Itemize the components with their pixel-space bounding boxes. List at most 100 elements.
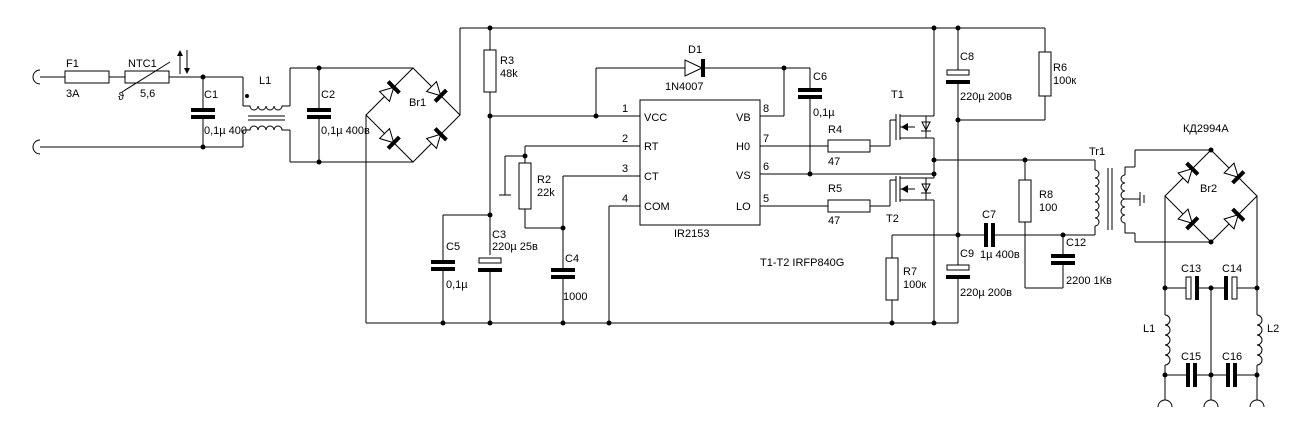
c4-value: 1000: [563, 291, 587, 303]
r8-ref: R8: [1039, 189, 1053, 201]
c3-value: 220µ 25в: [492, 241, 538, 253]
capacitor-c3: C3 220µ 25в: [478, 229, 538, 323]
r7-ref: R7: [903, 266, 917, 278]
resistor-r5: R5 47: [827, 183, 890, 227]
capacitor-c8: C8 220µ 200в: [946, 28, 1012, 235]
c6-value: 0,1µ: [813, 107, 835, 119]
c16-ref: C16: [1222, 351, 1242, 363]
r6-ref: R6: [1053, 62, 1067, 74]
c8-ref: C8: [960, 51, 974, 63]
resistor-r3: R3 48k: [483, 28, 518, 215]
c14-ref: C14: [1222, 263, 1242, 275]
resistor-r2: R2 22k: [518, 162, 563, 229]
c12-ref: C12: [1066, 237, 1086, 249]
ntc1-value: 5,6: [140, 88, 155, 100]
r4-ref: R4: [828, 124, 842, 136]
resistor-r8: R8 100: [1018, 160, 1063, 289]
mosfet-t1: T1: [889, 89, 934, 146]
mosfet-t2: T2: [886, 176, 934, 225]
ic-ir2153: IR2153 1 VCC 2 RT 3 CT 4 COM 8 VB 7 H0 6…: [563, 99, 934, 240]
resistor-r4: R4 47: [827, 124, 890, 168]
pin-6-num: 6: [763, 161, 769, 173]
r7-value: 100к: [903, 279, 926, 291]
l1-ref: L1: [259, 75, 271, 87]
capacitor-c13: C13: [1165, 263, 1211, 300]
pin-2-num: 2: [622, 133, 628, 145]
choke-l1: L1: [203, 67, 413, 163]
resistor-r7: R7 100к: [885, 234, 958, 323]
pin-5-num: 5: [763, 193, 769, 205]
pin-8-num: 8: [763, 103, 769, 115]
f1-value: 3A: [66, 88, 80, 100]
resistor-r6: R6 100к: [1038, 28, 1076, 120]
capacitor-c14: C14: [1211, 263, 1257, 300]
br1-ref: Br1: [409, 97, 426, 109]
capacitor-c2: C2 0,1µ 400в: [307, 68, 370, 162]
capacitor-c5: C5 0,1µ: [431, 215, 468, 323]
arrow-up-icon: [177, 50, 183, 56]
capacitor-c15: C15: [1165, 351, 1211, 387]
c6-ref: C6: [813, 71, 827, 83]
r2-ref: R2: [537, 174, 551, 186]
c2-value: 0,1µ 400в: [321, 125, 370, 137]
capacitor-c12: C12 2200 1Кв: [1051, 235, 1112, 288]
c5-value: 0,1µ: [446, 279, 468, 291]
br2-value: КД2994А: [1183, 123, 1229, 135]
inductor-l1-output: L1: [1143, 288, 1171, 400]
l2-ref: L2: [1267, 323, 1279, 335]
t2-ref: T2: [886, 213, 899, 225]
pin-1-num: 1: [622, 103, 628, 115]
capacitor-c1: C1 0,1µ 400: [191, 77, 247, 147]
r3-ref: R3: [500, 55, 514, 67]
capacitor-c9: C9 220µ 200в: [946, 235, 1012, 323]
pin-7-num: 7: [763, 133, 769, 145]
capacitor-c16: C16: [1211, 351, 1257, 387]
c1-ref: C1: [204, 89, 218, 101]
br2-ref: Br2: [1200, 183, 1217, 195]
ntc1-ref: NTC1: [128, 58, 157, 70]
r5-value: 47: [828, 215, 840, 227]
thermistor-ntc1: NTC1 5,6 ϑ: [118, 50, 203, 103]
l1-output-ref: L1: [1143, 323, 1155, 335]
pin-3-name: CT: [644, 171, 659, 183]
r2-value: 22k: [537, 187, 555, 199]
r4-value: 47: [828, 156, 840, 168]
c7-value: 1µ 400в: [980, 249, 1020, 261]
pin-4-num: 4: [622, 193, 628, 205]
pin-3-num: 3: [622, 163, 628, 175]
d1-ref: D1: [688, 44, 702, 56]
r6-value: 100к: [1053, 75, 1076, 87]
pin-8-name: VB: [736, 112, 751, 124]
pin-6-name: VS: [736, 170, 751, 182]
d1-value: 1N4007: [665, 81, 704, 93]
inductor-l2: L2: [1256, 288, 1279, 400]
c5-ref: C5: [446, 241, 460, 253]
t1-ref: T1: [891, 89, 904, 101]
c4-ref: C4: [565, 253, 579, 265]
c15-ref: C15: [1181, 351, 1201, 363]
pin-2-name: RT: [644, 141, 659, 153]
transistor-note: T1-T2 IRFP840G: [760, 257, 844, 269]
c12-value: 2200 1Кв: [1066, 275, 1112, 287]
ic-ref: IR2153: [674, 228, 709, 240]
capacitor-c7: C7 1µ 400в: [958, 209, 1095, 261]
c3-ref: C3: [492, 229, 506, 241]
f1-ref: F1: [66, 58, 79, 70]
input-terminals: [32, 69, 243, 155]
tr1-ref: Tr1: [1089, 146, 1105, 158]
arrow-down-icon: [184, 68, 190, 74]
r5-ref: R5: [828, 183, 842, 195]
c13-ref: C13: [1181, 263, 1201, 275]
diode-d1: D1 1N4007: [595, 44, 810, 116]
capacitor-c6: C6 0,1µ: [798, 68, 835, 174]
bridge-br2: КД2994А Br2: [1164, 123, 1258, 245]
pin-4-name: COM: [644, 201, 670, 213]
pin-5-name: LO: [736, 201, 751, 213]
c2-ref: C2: [321, 89, 335, 101]
bridge-br1: Br1: [365, 67, 461, 163]
c1-value: 0,1µ 400: [204, 125, 247, 137]
pin-1-name: VCC: [644, 112, 667, 124]
transformer-tr1: Tr1: [1089, 146, 1211, 243]
c8-value: 220µ 200в: [960, 91, 1012, 103]
